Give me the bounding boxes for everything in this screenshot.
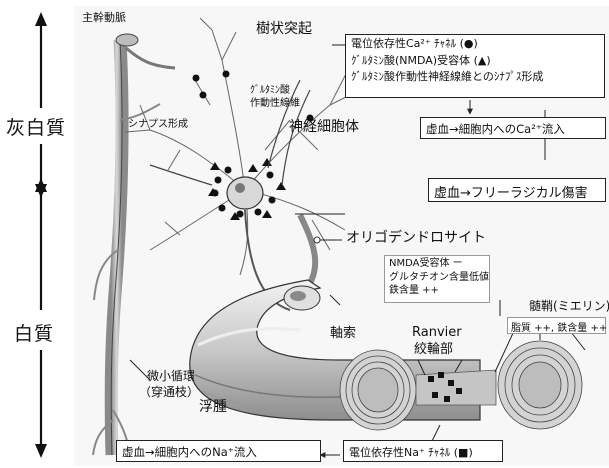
neuron-body — [227, 177, 263, 209]
oligo-nmda-line: NMDA受容体 ー — [389, 258, 485, 270]
main-artery-label: 主幹動脈 — [82, 12, 126, 23]
ranvier-label-2: 絞輪部 — [414, 343, 453, 356]
myelin-label: 髄鞘(ミエリン) — [529, 300, 609, 312]
axon-label: 軸索 — [330, 327, 356, 340]
gray-matter-arrow — [35, 12, 47, 198]
gray-matter-label: 灰白質 — [6, 113, 66, 140]
dendrite-label: 樹状突起 — [256, 22, 312, 36]
ca-channel-line: 電位依存性Ca²⁺ ﾁｬﾈﾙ (●) — [351, 38, 599, 51]
neuron-cell-body-label: 神経細胞体 — [289, 120, 359, 134]
ca-influx-box: 虚血→細胞内へのCa²⁺流入 — [420, 117, 606, 139]
glutamatergic-fiber-label-2: 作動性線維 — [250, 99, 300, 109]
oligo-glutathione-line: グルタチオン含量低値 — [389, 272, 485, 284]
microcirculation-label-2: （穿通枝） — [139, 386, 199, 398]
glutamatergic-fiber-label-1: ｸﾞﾙﾀﾐﾝ酸 — [250, 86, 290, 96]
synapse-formation-label: シナプス形成 — [128, 120, 188, 130]
oligodendrocyte-label: オリゴデンドロサイト — [346, 231, 486, 245]
edema-label: 浮腫 — [199, 400, 227, 414]
ranvier-label-1: Ranvier — [412, 326, 462, 339]
oligodendrocyte-props-box: NMDA受容体 ー グルタチオン含量低値 鉄含量 ++ — [384, 255, 490, 303]
na-influx-box: 虚血→細胞内へのNa⁺流入 — [116, 440, 321, 462]
nmda-receptor-line: ｸﾞﾙﾀﾐﾝ酸(NMDA)受容体 (▲) — [351, 55, 599, 68]
white-matter-arrow — [35, 178, 47, 458]
oligo-iron-line: 鉄含量 ++ — [389, 285, 485, 297]
white-matter-label: 白質 — [14, 319, 54, 346]
synapse-formation-line: ｸﾞﾙﾀﾐﾝ酸作動性神経線維とのｼﾅﾌﾟｽ形成 — [351, 71, 599, 84]
neuron-receptors-box: 電位依存性Ca²⁺ ﾁｬﾈﾙ (●) ｸﾞﾙﾀﾐﾝ酸(NMDA)受容体 (▲) … — [345, 34, 605, 98]
free-radical-box: 虚血→フリーラジカル傷害 — [428, 178, 606, 202]
myelin-props-box: 脂質 ++, 鉄含量 ++ — [507, 317, 606, 334]
na-channel-box: 電位依存性Na⁺ ﾁｬﾈﾙ (■) — [343, 440, 503, 462]
microcirculation-label-1: 微小循環 — [147, 370, 195, 382]
